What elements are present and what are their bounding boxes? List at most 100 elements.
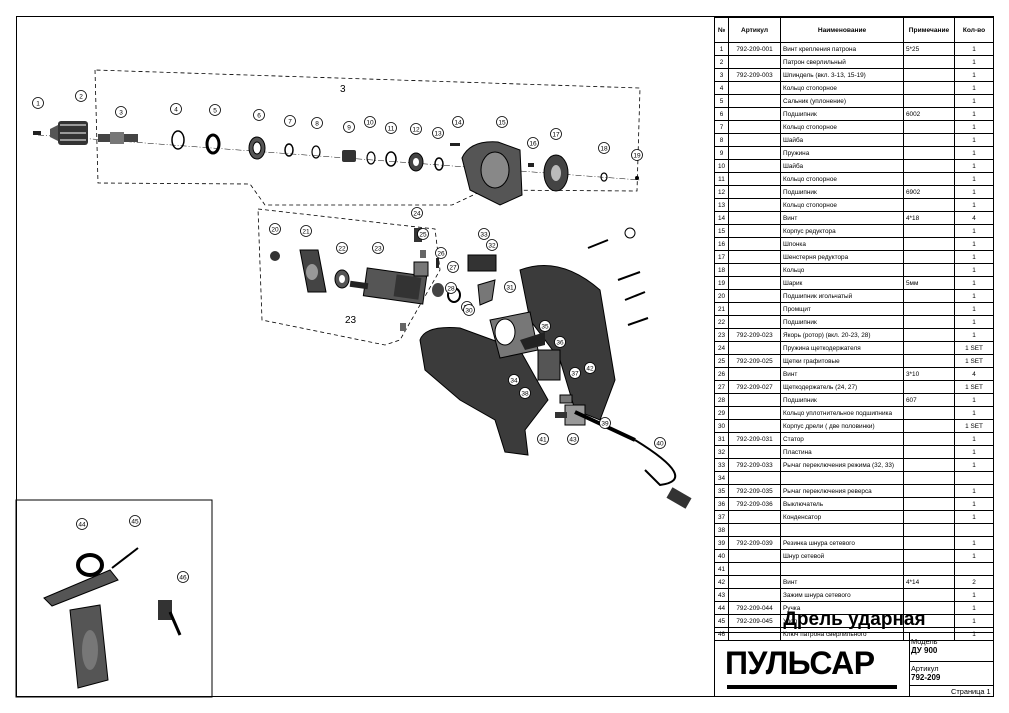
cell-num: 21	[714, 302, 729, 316]
callout-39: 39	[599, 417, 611, 429]
brand-logo-box: ПУЛЬСАР	[715, 633, 910, 697]
cell-qty: 4	[954, 367, 994, 381]
cell-name: Пластина	[780, 445, 904, 459]
callout-15: 15	[496, 116, 508, 128]
cell-qty: 1 SET	[954, 380, 994, 394]
cell-article	[728, 289, 781, 303]
callout-16: 16	[527, 137, 539, 149]
cell-num: 36	[714, 497, 729, 511]
cell-name: Статор	[780, 432, 904, 446]
callout-3: 3	[115, 106, 127, 118]
callout-30: 30	[463, 304, 475, 316]
article-label: Артикул	[911, 664, 939, 673]
needle-bearing-20	[270, 251, 280, 261]
callout-27: 27	[447, 261, 459, 273]
callout-label: 28	[447, 285, 455, 292]
cell-note	[903, 55, 955, 69]
callout-28: 28	[445, 282, 457, 294]
washer-8	[311, 145, 321, 159]
cell-article	[728, 276, 781, 290]
cell-qty: 2	[954, 575, 994, 589]
callout-35: 35	[539, 320, 551, 332]
cell-name: Винт	[780, 575, 904, 589]
cell-qty: 1 SET	[954, 419, 994, 433]
page-number: Страница 1	[951, 687, 991, 696]
cell-note	[903, 133, 955, 147]
ring-18	[600, 172, 608, 182]
cell-article: 792-209-027	[728, 380, 781, 394]
cell-name: Подшипник игольчатый	[780, 289, 904, 303]
cell-qty: 1	[954, 224, 994, 238]
cell-name: Сальник (уплонение)	[780, 94, 904, 108]
cell-article: 792-209-023	[728, 328, 781, 342]
cell-name: Подшипник	[780, 315, 904, 329]
title-divider	[909, 661, 994, 662]
cell-name: Винт	[780, 211, 904, 225]
cell-name: Винт крепления патрона	[780, 42, 904, 56]
callout-label: 38	[521, 390, 529, 397]
header-name: Наименование	[780, 17, 904, 43]
cell-note	[903, 94, 955, 108]
cell-article	[728, 133, 781, 147]
cell-qty: 1	[954, 94, 994, 108]
cell-num: 37	[714, 510, 729, 524]
cell-name: Промщит	[780, 302, 904, 316]
cell-name	[780, 562, 904, 576]
cell-article	[728, 562, 781, 576]
callout-31: 31	[504, 281, 516, 293]
cell-num: 33	[714, 458, 729, 472]
cell-qty: 1	[954, 81, 994, 95]
bearing-12	[408, 152, 424, 172]
cell-name: Конденсатор	[780, 510, 904, 524]
cell-num: 17	[714, 250, 729, 264]
cell-article	[728, 55, 781, 69]
cell-num: 23	[714, 328, 729, 342]
cell-qty: 1	[954, 185, 994, 199]
cell-qty: 1 SET	[954, 354, 994, 368]
callout-label: 3	[119, 109, 123, 116]
cell-note	[903, 510, 955, 524]
table-row: 38	[714, 523, 994, 537]
callout-label: 39	[601, 420, 609, 427]
cell-article	[728, 445, 781, 459]
parts-table: № Артикул Наименование Примечание Кол-во…	[714, 17, 994, 641]
cell-name	[780, 471, 904, 485]
callout-label: 10	[366, 119, 374, 126]
cell-article	[728, 393, 781, 407]
article-value: 792-209	[911, 673, 941, 682]
callout-25: 25	[417, 228, 429, 240]
cell-article	[728, 107, 781, 121]
callout-label: 17	[552, 131, 560, 138]
cell-article	[728, 94, 781, 108]
cell-note: 3*10	[903, 367, 955, 381]
callout-label: 36	[556, 339, 564, 346]
cell-qty: 1	[954, 588, 994, 602]
spring-9	[342, 150, 356, 162]
cell-qty: 1	[954, 172, 994, 186]
callout-10: 10	[364, 116, 376, 128]
cell-note: 4*18	[903, 211, 955, 225]
cell-num: 14	[714, 211, 729, 225]
reverse-lever-35	[520, 332, 545, 350]
callout-34: 34	[508, 374, 520, 386]
cell-note	[903, 432, 955, 446]
cell-article	[728, 185, 781, 199]
cell-note: 607	[903, 393, 955, 407]
cell-note	[903, 250, 955, 264]
cell-note	[903, 341, 955, 355]
cell-num: 29	[714, 406, 729, 420]
callout-6: 6	[253, 109, 265, 121]
cell-name: Шарик	[780, 276, 904, 290]
plate-32	[477, 279, 496, 306]
cell-name: Винт	[780, 367, 904, 381]
cell-name: Кольцо стопорное	[780, 172, 904, 186]
